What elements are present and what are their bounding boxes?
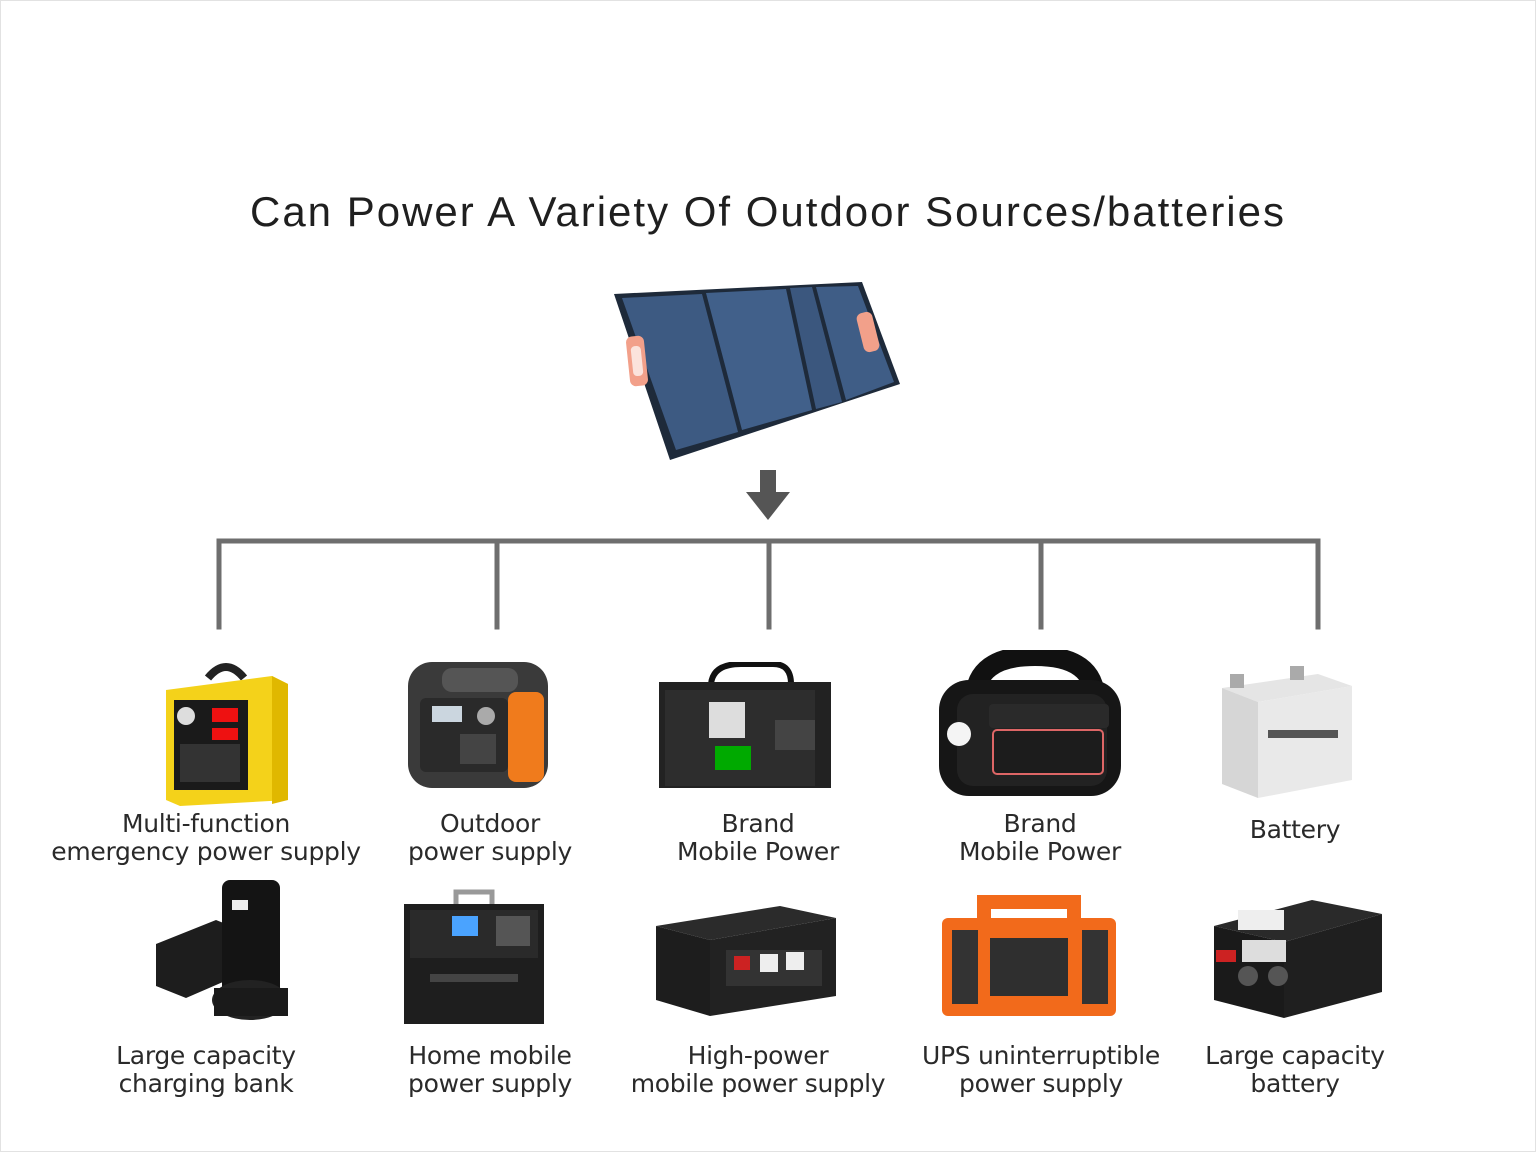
solar-panel-icon <box>614 282 900 460</box>
orange-ups-icon <box>942 895 1116 1016</box>
product-label-2: Outdoor power supply <box>408 809 572 866</box>
product-label-8: High-power mobile power supply <box>630 1041 886 1098</box>
power-bank-icon <box>156 880 288 1020</box>
product-label-1: Multi-function emergency power supply <box>51 809 361 866</box>
home-power-box-icon <box>404 889 544 1024</box>
product-label-10: Large capacity battery <box>1205 1041 1385 1098</box>
black-inverter-box-icon <box>659 662 831 788</box>
page-title: Can Power A Variety Of Outdoor Sources/b… <box>249 188 1287 235</box>
lead-acid-battery-icon <box>1222 666 1352 798</box>
product-label-3: Brand Mobile Power <box>677 809 839 866</box>
product-label-9: UPS uninterruptible power supply <box>922 1041 1160 1098</box>
product-label-7: Home mobile power supply <box>408 1041 572 1098</box>
lithium-battery-box-icon <box>1214 900 1382 1018</box>
product-label-4: Brand Mobile Power <box>959 809 1121 866</box>
high-power-case-icon <box>656 906 836 1016</box>
orange-portable-station-icon <box>408 662 548 788</box>
pecron-power-station-icon <box>939 650 1121 796</box>
arrow-down-icon <box>746 470 790 520</box>
product-label-6: Large capacity charging bank <box>116 1041 296 1098</box>
yellow-emergency-power-icon <box>166 663 288 806</box>
product-label-5: Battery <box>1249 815 1341 844</box>
